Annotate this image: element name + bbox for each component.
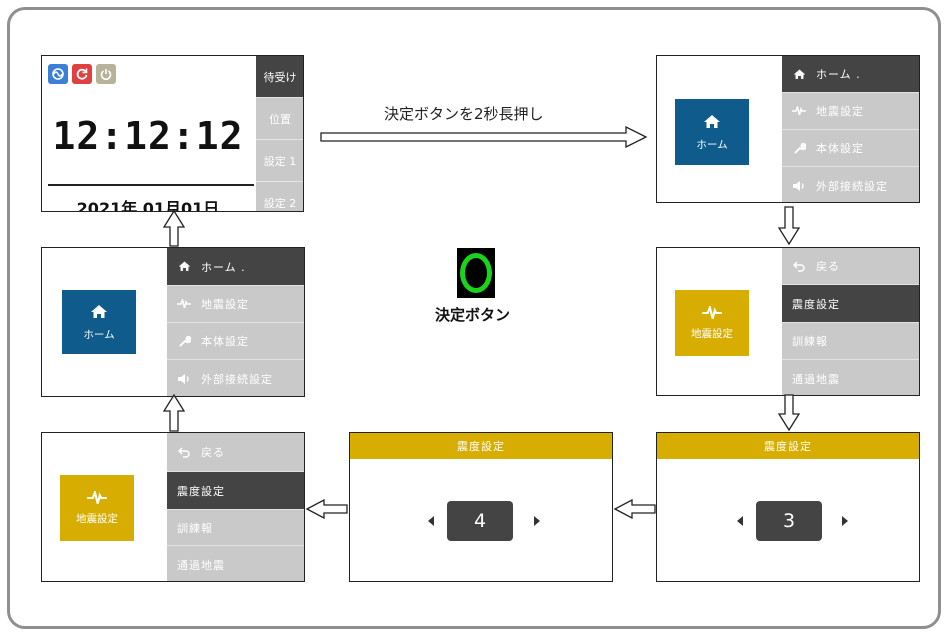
menu-item-external-settings[interactable]: 外部接続設定 bbox=[782, 167, 919, 202]
home-icon bbox=[792, 67, 806, 81]
home-icon bbox=[91, 304, 107, 318]
menu-item-label: 震度設定 bbox=[792, 297, 840, 311]
home-menu-list: ホーム . 地震設定 本体設定 外部接続設定 bbox=[782, 56, 919, 202]
menu-item-training[interactable]: 訓練報 bbox=[782, 323, 919, 360]
menu-item-device-settings[interactable]: 本体設定 bbox=[167, 323, 304, 360]
intensity-value: 4 bbox=[447, 501, 513, 541]
up-arrow-icon bbox=[163, 210, 185, 247]
menu-item-home[interactable]: ホーム . bbox=[167, 248, 304, 286]
menu-item-label: ホーム . bbox=[816, 68, 861, 81]
menu-item-intensity[interactable]: 震度設定 bbox=[167, 472, 304, 510]
home-menu-list: ホーム . 地震設定 本体設定 外部接続設定 bbox=[167, 248, 304, 396]
menu-item-label: 通過地震 bbox=[792, 372, 840, 386]
quake-tile[interactable]: 地震設定 bbox=[675, 290, 749, 356]
quake-menu-screen: 地震設定 戻る 震度設定 訓練報 通過地震 bbox=[656, 247, 920, 396]
home-menu-screen-return: ホーム ホーム . 地震設定 本体設定 外部接続設定 bbox=[41, 247, 305, 397]
wrench-icon bbox=[177, 334, 191, 348]
home-icon bbox=[177, 260, 191, 274]
intensity-value: 3 bbox=[756, 501, 822, 541]
decrement-arrow-icon[interactable] bbox=[737, 516, 743, 526]
menu-item-label: 通過地震 bbox=[177, 558, 225, 572]
home-tile-label: ホーム bbox=[83, 328, 115, 341]
increment-arrow-icon[interactable] bbox=[842, 516, 848, 526]
menu-item-intensity[interactable]: 震度設定 bbox=[782, 285, 919, 323]
menu-item-label: 本体設定 bbox=[201, 335, 249, 348]
left-arrow-icon bbox=[614, 499, 656, 519]
home-icon bbox=[704, 114, 720, 128]
menu-item-passing-quake[interactable]: 通過地震 bbox=[782, 360, 919, 395]
menu-item-label: 外部接続設定 bbox=[201, 373, 273, 386]
wave-icon bbox=[48, 64, 68, 84]
speaker-icon bbox=[792, 179, 806, 193]
down-arrow-icon bbox=[778, 394, 800, 432]
menu-item-label: 地震設定 bbox=[201, 298, 249, 311]
tab-settings-2[interactable]: 設定 2 bbox=[256, 182, 303, 211]
tab-settings-1[interactable]: 設定 1 bbox=[256, 140, 303, 182]
up-arrow-icon bbox=[163, 394, 185, 432]
back-icon bbox=[177, 445, 191, 459]
intensity-header: 震度設定 bbox=[350, 433, 612, 459]
wrench-icon bbox=[792, 141, 806, 155]
decision-button-label: 決定ボタン bbox=[435, 306, 511, 324]
quake-wave-icon bbox=[702, 305, 722, 319]
tab-standby[interactable]: 待受け bbox=[256, 56, 303, 98]
menu-item-label: ホーム . bbox=[201, 260, 246, 274]
speaker-icon bbox=[177, 372, 191, 386]
increment-arrow-icon[interactable] bbox=[534, 516, 540, 526]
menu-item-back[interactable]: 戻る bbox=[782, 248, 919, 285]
menu-item-external-settings[interactable]: 外部接続設定 bbox=[167, 360, 304, 396]
quake-tile-label: 地震設定 bbox=[691, 327, 733, 340]
menu-item-label: 戻る bbox=[201, 446, 225, 459]
quake-wave-icon bbox=[792, 104, 806, 118]
down-arrow-icon bbox=[778, 206, 800, 246]
menu-item-device-settings[interactable]: 本体設定 bbox=[782, 130, 919, 167]
quake-menu-list: 戻る 震度設定 訓練報 通過地震 bbox=[167, 433, 304, 581]
quake-wave-icon bbox=[177, 297, 191, 311]
quake-tile-label: 地震設定 bbox=[76, 512, 118, 525]
quake-menu-list: 戻る 震度設定 訓練報 通過地震 bbox=[782, 248, 919, 395]
menu-item-label: 戻る bbox=[816, 260, 840, 273]
intensity-screen-3: 震度設定 3 bbox=[656, 432, 920, 582]
menu-item-label: 訓練報 bbox=[177, 521, 213, 535]
menu-item-home[interactable]: ホーム . bbox=[782, 56, 919, 93]
home-menu-screen: ホーム ホーム . 地震設定 本体設定 外部接続設定 bbox=[656, 55, 920, 203]
refresh-icon bbox=[72, 64, 92, 84]
right-arrow-icon bbox=[320, 126, 648, 148]
quake-wave-icon bbox=[87, 490, 107, 504]
quake-tile[interactable]: 地震設定 bbox=[60, 475, 134, 541]
clock-date: 2021年 01月01日 bbox=[76, 199, 220, 212]
menu-item-passing-quake[interactable]: 通過地震 bbox=[167, 546, 304, 581]
home-tile-label: ホーム bbox=[696, 138, 728, 151]
intensity-header: 震度設定 bbox=[657, 433, 919, 459]
menu-item-training[interactable]: 訓練報 bbox=[167, 510, 304, 546]
menu-item-label: 外部接続設定 bbox=[816, 179, 888, 193]
power-icon bbox=[96, 64, 116, 84]
intensity-screen-4: 震度設定 4 bbox=[349, 432, 613, 582]
menu-item-quake-settings[interactable]: 地震設定 bbox=[167, 286, 304, 323]
menu-item-quake-settings[interactable]: 地震設定 bbox=[782, 93, 919, 130]
clock-time: 12:12:12 bbox=[52, 114, 244, 158]
long-press-caption: 決定ボタンを2秒長押し bbox=[384, 105, 544, 123]
quake-menu-screen-return: 地震設定 戻る 震度設定 訓練報 通過地震 bbox=[41, 432, 305, 582]
home-tile[interactable]: ホーム bbox=[62, 290, 136, 354]
standby-screen: 12:12:12 2021年 01月01日 待受け 位置 設定 1 設定 2 bbox=[41, 55, 304, 212]
menu-item-label: 本体設定 bbox=[816, 142, 864, 155]
decision-button-icon bbox=[457, 248, 495, 298]
divider bbox=[48, 184, 254, 186]
back-icon bbox=[792, 259, 806, 273]
home-tile[interactable]: ホーム bbox=[675, 99, 749, 165]
menu-item-label: 訓練報 bbox=[792, 335, 828, 348]
left-arrow-icon bbox=[306, 499, 348, 519]
tab-location[interactable]: 位置 bbox=[256, 98, 303, 140]
decrement-arrow-icon[interactable] bbox=[428, 516, 434, 526]
menu-item-back[interactable]: 戻る bbox=[167, 433, 304, 472]
menu-item-label: 地震設定 bbox=[816, 105, 864, 118]
menu-item-label: 震度設定 bbox=[177, 484, 225, 498]
